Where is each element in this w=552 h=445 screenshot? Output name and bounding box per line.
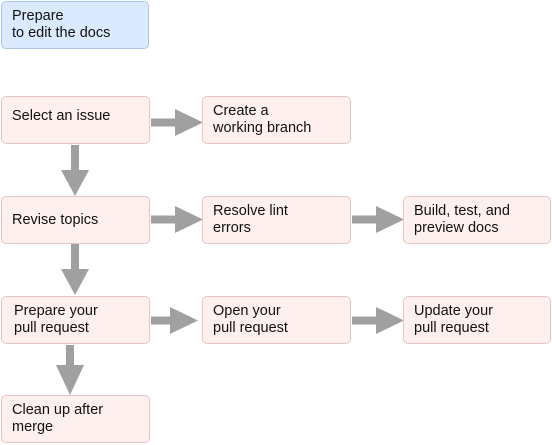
step-select-issue-label: Select an issue [12, 107, 111, 124]
arrow-revise-to-preparepr [61, 244, 89, 295]
arrow-openpr-to-updatepr [352, 307, 404, 334]
step-build-test-preview-label: Build, test, and preview docs [414, 203, 510, 236]
arrow-preparepr-to-openpr [151, 307, 198, 334]
step-clean-up-label: Clean up after merge [12, 402, 104, 435]
step-prepare-pull-request: Prepare your pull request [1, 296, 150, 344]
arrow-preparepr-to-cleanup [56, 345, 84, 395]
step-build-test-preview: Build, test, and preview docs [403, 196, 551, 244]
step-open-pull-request: Open your pull request [202, 296, 351, 344]
step-open-pull-request-label: Open your pull request [213, 303, 288, 336]
step-prepare-to-edit: Prepare to edit the docs [1, 1, 149, 49]
step-create-branch: Create a working branch [202, 96, 351, 144]
step-revise-topics-label: Revise topics [12, 211, 99, 228]
step-resolve-lint: Resolve lint errors [202, 196, 351, 244]
step-update-pull-request: Update your pull request [403, 296, 551, 344]
step-prepare-pull-request-label: Prepare your pull request [14, 303, 98, 336]
arrow-select-to-branch [151, 109, 203, 136]
step-create-branch-label: Create a working branch [213, 103, 312, 136]
step-prepare-to-edit-label: Prepare to edit the docs [12, 8, 111, 41]
step-select-issue: Select an issue [1, 96, 150, 144]
arrow-lint-to-build [352, 206, 404, 233]
step-resolve-lint-label: Resolve lint errors [213, 203, 288, 236]
step-clean-up: Clean up after merge [1, 395, 150, 443]
step-update-pull-request-label: Update your pull request [414, 303, 493, 336]
arrow-revise-to-lint [151, 206, 203, 233]
step-revise-topics: Revise topics [1, 196, 150, 244]
arrow-select-to-revise [61, 145, 89, 196]
